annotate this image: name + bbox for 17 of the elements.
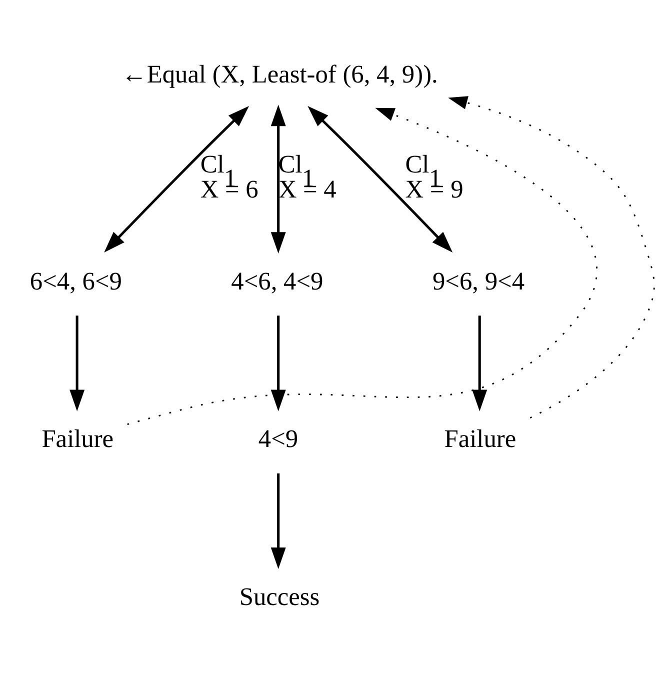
arrow: [127, 108, 598, 426]
node-text: 4<6, 4<9: [231, 267, 324, 296]
arrow: [104, 106, 250, 253]
arrow: [270, 316, 286, 412]
node-text: 6<4, 6<9: [30, 267, 122, 296]
node-text: Failure: [444, 425, 516, 454]
arrow: [472, 316, 488, 412]
node-text: 9<6, 9<4: [432, 267, 525, 296]
node-text: 4<9: [258, 425, 298, 454]
node-text: Success: [239, 582, 320, 611]
arrow: [448, 96, 655, 419]
arrow: [270, 473, 286, 569]
arrow: [270, 104, 286, 254]
node-text: Failure: [42, 425, 114, 454]
arrow: [308, 106, 453, 253]
node-text: ←Equal (X, Least-of (6, 4, 9)).: [121, 60, 438, 89]
arrow: [70, 316, 85, 412]
